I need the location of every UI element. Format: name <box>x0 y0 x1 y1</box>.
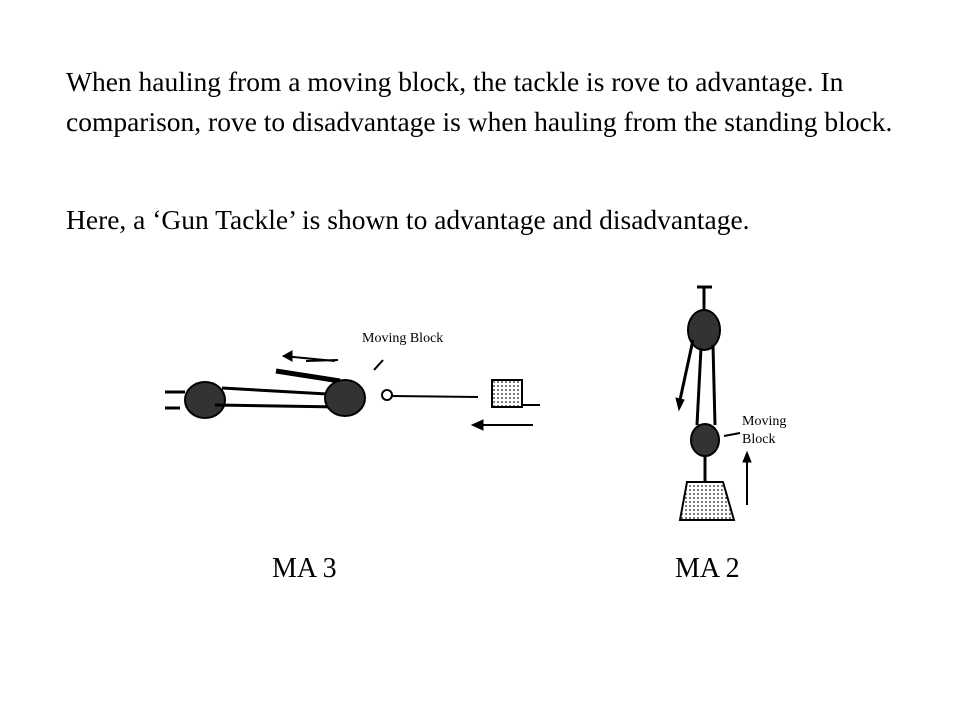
moving-block <box>690 423 720 457</box>
weight <box>678 481 736 521</box>
caption-ma2: MA 2 <box>675 553 740 584</box>
gun-tackle-paragraph: Here, a ‘Gun Tackle’ is shown to advanta… <box>66 204 750 235</box>
moving-block-label-1: Moving Block <box>362 331 443 346</box>
moving-block-label-2b: Block <box>742 432 775 447</box>
weight <box>491 379 523 408</box>
caption-ma3: MA 3 <box>272 553 337 584</box>
vertical-gun-tackle <box>675 285 752 521</box>
moving-block <box>324 379 366 417</box>
moving-block-label-2a: Moving <box>742 414 786 429</box>
standing-block <box>184 381 226 419</box>
standing-block <box>687 309 721 351</box>
intro-paragraph: When hauling from a moving block, the ta… <box>66 66 893 137</box>
horizontal-gun-tackle <box>165 350 540 431</box>
